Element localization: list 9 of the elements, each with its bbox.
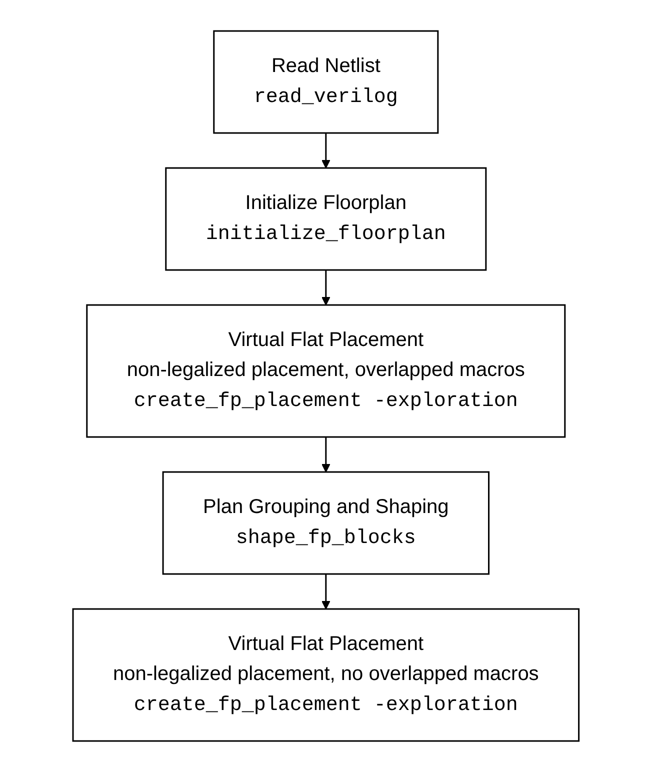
arrow: [322, 574, 330, 610]
node-box: Read Netlist read_verilog: [213, 30, 439, 134]
arrow: [322, 133, 330, 168]
node-box: Initialize Floorplan initialize_floorplan: [165, 167, 487, 271]
node-box: Virtual Flat Placement non-legalized placement, no overlapped macros create_fp_placement -exploration: [72, 608, 580, 742]
node-box: Plan Grouping and Shaping shape_fp_blocks: [162, 471, 490, 575]
arrow: [322, 270, 330, 306]
arrow: [322, 437, 330, 472]
node-box: Virtual Flat Placement non-legalized placement, overlapped macros create_fp_placement -exploration: [86, 304, 566, 438]
